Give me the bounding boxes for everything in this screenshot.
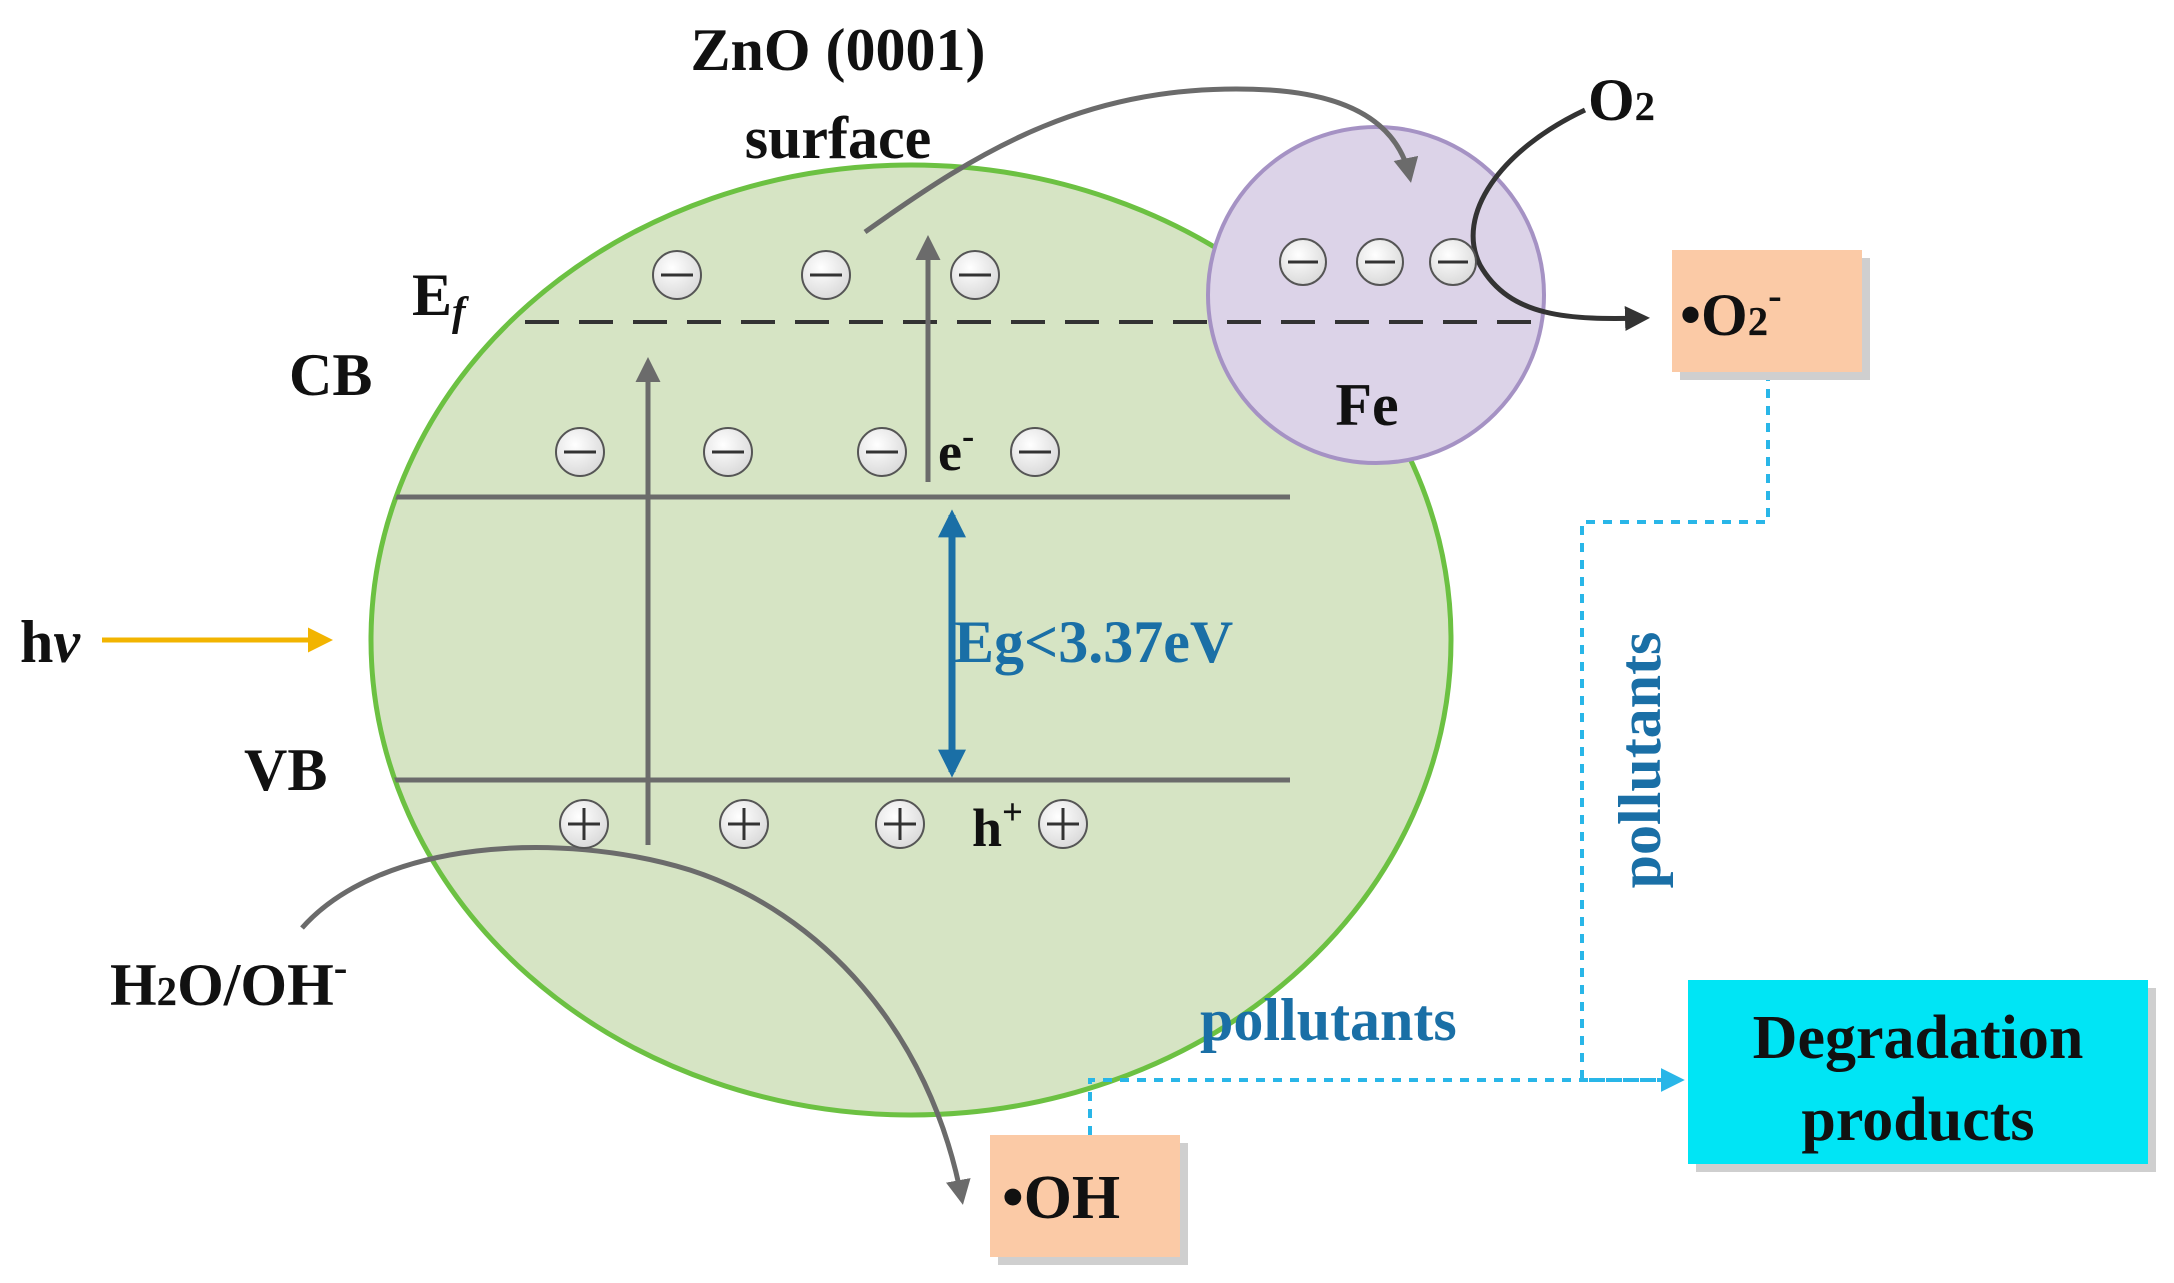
hydroxyl-label: •OH — [1002, 1164, 1120, 1232]
fermi-level-label: Ef — [412, 262, 469, 334]
products-label-line2: products — [1801, 1086, 2034, 1154]
surface-label-line1: ZnO (0001) — [690, 17, 985, 83]
electron-transfer-arrow — [863, 86, 1419, 235]
electron-label: e- — [938, 415, 974, 482]
fe-label: Fe — [1335, 372, 1398, 438]
hydroxyl-box — [990, 1135, 1180, 1257]
superoxide-box — [1672, 250, 1862, 372]
zno-particle — [368, 162, 1454, 1118]
surface-label-line2: surface — [745, 105, 932, 171]
products-label-line1: Degradation — [1753, 1004, 2084, 1072]
superoxide-label: •O2- — [1680, 273, 1782, 348]
hole-label: h+ — [972, 791, 1023, 858]
pollutant-path-hydroxyl — [1088, 1078, 1680, 1135]
conduction-band-label: CB — [289, 342, 372, 408]
water-label: H2O/OH- — [110, 945, 347, 1018]
fe-electrons — [1279, 238, 1477, 286]
fe-particle — [1206, 125, 1546, 465]
valence-band-label: VB — [244, 737, 327, 803]
water-oxidation-arrow — [300, 845, 971, 1205]
products-box — [1688, 980, 2148, 1164]
pollutants-label-horizontal: pollutants — [1200, 987, 1457, 1053]
light-label: hν — [20, 609, 81, 675]
oxygen-reduction-arrow — [1470, 107, 1650, 332]
cb-electrons — [555, 427, 1060, 477]
oxygen-label: O2 — [1588, 67, 1655, 133]
vb-holes — [559, 799, 1088, 849]
surface-electrons — [652, 250, 1000, 300]
band-gap-label: Eg<3.37eV — [954, 609, 1233, 675]
pollutants-label-vertical: pollutants — [1607, 632, 1673, 889]
